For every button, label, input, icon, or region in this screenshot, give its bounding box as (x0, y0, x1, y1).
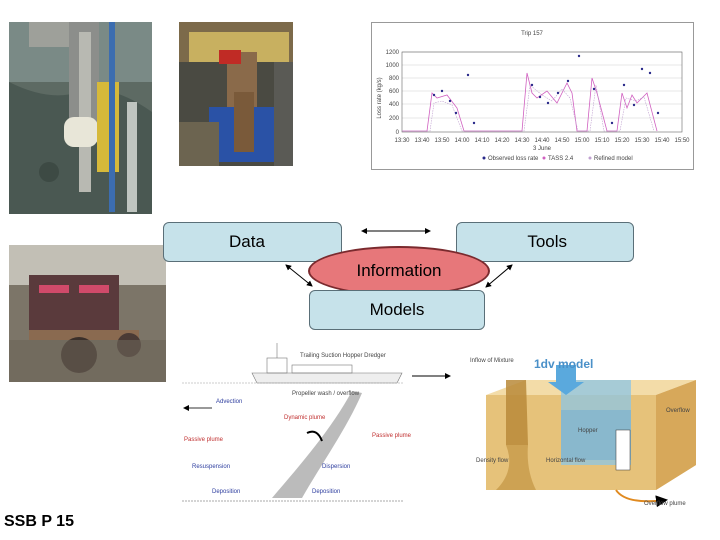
xtick: 15:50 (674, 138, 690, 144)
chart-legend: Observed loss rate TASS 2.4 Refined mode… (482, 156, 633, 162)
model-label-overflow-plume: Overflow plume (644, 501, 686, 507)
arrow-models-tools (485, 264, 513, 288)
photo-instrument-frame (9, 245, 166, 382)
chart-yticks: 1200 1000 800 600 400 200 0 (386, 50, 400, 136)
data-box: Data (163, 222, 342, 262)
model-inflow-label: Inflow of Mixture (470, 358, 514, 364)
xtick: 15:00 (574, 138, 590, 144)
xtick: 15:30 (634, 138, 650, 144)
xtick: 14:30 (514, 138, 530, 144)
plume-label-0: Trailing Suction Hopper Dredger (300, 353, 386, 359)
xtick: 14:20 (494, 138, 510, 144)
ship-icon (251, 343, 403, 384)
photo-sampling-equipment (9, 22, 152, 214)
xtick: 13:40 (414, 138, 430, 144)
loss-rate-chart: Trip 157 Loss rate (kg/s) 1200 1000 800 … (371, 22, 694, 170)
xtick: 15:10 (594, 138, 610, 144)
chart-xticks: 13:30 13:40 13:50 14:00 14:10 14:20 14:3… (394, 138, 690, 144)
chart-xlabel: 3 June (533, 146, 552, 152)
model-label-overflow: Overflow (666, 408, 690, 414)
model-label-horizontal-flow: Horizontal flow (546, 458, 586, 464)
plume-label-9: Dispersion (322, 464, 350, 470)
arrow-data-models (285, 264, 313, 287)
photo-deck-equipment (179, 22, 293, 166)
series-refined (402, 84, 655, 132)
xtick: 14:50 (554, 138, 570, 144)
plume-label-2: Dynamic plume (284, 415, 326, 421)
model-label-hopper: Hopper (578, 428, 598, 434)
information-ellipse: Information (308, 246, 490, 296)
models-label: Models (369, 300, 425, 319)
ytick: 1000 (386, 63, 400, 69)
data-label: Data (229, 232, 265, 251)
plume-label-7: Advection (216, 399, 242, 405)
plume-label-4: Passive plume (372, 433, 412, 439)
ytick: 1200 (386, 50, 400, 56)
xtick: 15:20 (614, 138, 630, 144)
model-label-density-flow: Density flow (476, 458, 509, 464)
xtick: 13:50 (434, 138, 450, 144)
xtick: 14:00 (454, 138, 470, 144)
ytick: 600 (389, 89, 400, 95)
xtick: 14:40 (534, 138, 550, 144)
xtick: 13:30 (394, 138, 410, 144)
slide-label: SSB P 15 (4, 513, 74, 530)
tools-box: Tools (456, 222, 634, 262)
plume-label-6: Deposition (312, 489, 340, 495)
plume-label-1: Propeller wash / overflow (292, 391, 360, 397)
ytick: 200 (389, 116, 400, 122)
ytick: 800 (389, 76, 400, 82)
model-title: 1dv model (534, 357, 593, 371)
chart-ylabel: Loss rate (kg/s) (377, 77, 383, 118)
legend-marker-observed (482, 156, 486, 160)
plume-label-5: Deposition (212, 489, 240, 495)
ytick: 400 (389, 102, 400, 108)
legend-tass: TASS 2.4 (548, 156, 574, 162)
information-label: Information (356, 261, 442, 280)
ytick: 0 (396, 130, 400, 136)
legend-marker-tass (542, 156, 546, 160)
chart-title: Trip 157 (521, 31, 543, 37)
series-observed (432, 54, 660, 125)
plume-label-8: Resuspension (192, 464, 230, 470)
model-diagram: Inflow of Mixture 1dv model Overflow Ove… (466, 350, 707, 510)
legend-observed: Observed loss rate (488, 156, 539, 162)
tools-label: Tools (527, 232, 567, 251)
plume-label-3: Passive plume (184, 437, 224, 443)
legend-marker-refined (588, 156, 592, 160)
legend-refined: Refined model (594, 156, 633, 162)
xtick: 15:40 (654, 138, 670, 144)
dynamic-plume-shape (272, 391, 362, 498)
models-box: Models (309, 290, 485, 330)
plume-diagram: Trailing Suction Hopper Dredger Propelle… (172, 333, 412, 513)
xtick: 14:10 (474, 138, 490, 144)
